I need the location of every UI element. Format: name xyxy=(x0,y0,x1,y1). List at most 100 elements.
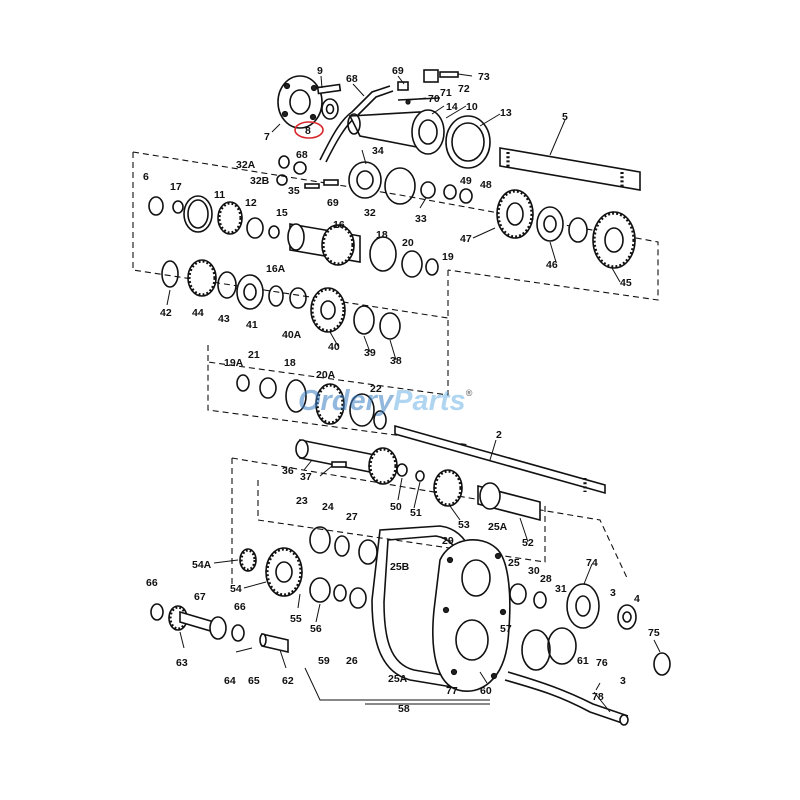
callout-13: 13 xyxy=(500,107,512,119)
callout-56: 56 xyxy=(310,623,322,635)
callout-16: 16 xyxy=(333,219,345,231)
callout-74: 74 xyxy=(586,557,598,569)
callout-69b: 69 xyxy=(327,197,339,209)
callout-4: 4 xyxy=(634,593,640,605)
callout-75: 75 xyxy=(648,627,660,639)
part-row-42-38 xyxy=(161,259,401,340)
callout-42: 42 xyxy=(160,307,172,319)
leader-lines xyxy=(166,73,661,713)
part-shaft-16 xyxy=(287,223,439,278)
part-washers-23-27 xyxy=(309,526,378,609)
part-flange-7 xyxy=(277,75,323,129)
callout-40a: 40A xyxy=(282,329,302,341)
callout-78: 78 xyxy=(592,691,604,703)
callout-26: 26 xyxy=(346,655,358,667)
callout-18b: 18 xyxy=(284,357,296,369)
callout-15: 15 xyxy=(276,207,288,219)
callout-32a: 32A xyxy=(236,159,256,171)
part-housing-25b xyxy=(432,539,511,692)
part-shaft-36 xyxy=(295,439,398,485)
callout-16a: 16A xyxy=(266,263,286,275)
callout-11: 11 xyxy=(214,189,225,201)
part-bearing-33 xyxy=(420,181,473,204)
callout-38: 38 xyxy=(390,355,402,367)
part-gasket-13 xyxy=(445,115,491,169)
part-left-gears-63-67 xyxy=(150,603,245,642)
callout-30: 30 xyxy=(528,565,540,577)
callout-25b: 25B xyxy=(390,561,410,573)
part-lever-78 xyxy=(504,671,629,726)
callout-46: 46 xyxy=(546,259,558,271)
callout-10: 10 xyxy=(466,101,478,113)
callout-7: 7 xyxy=(264,131,270,143)
callout-49: 49 xyxy=(460,175,472,187)
part-right-components-28-31 xyxy=(509,583,671,676)
callout-64: 64 xyxy=(224,675,236,687)
callout-29: 29 xyxy=(442,535,454,547)
callout-12: 12 xyxy=(245,197,257,209)
callout-55: 55 xyxy=(290,613,302,625)
callout-59: 59 xyxy=(318,655,330,667)
callout-9: 9 xyxy=(317,65,323,77)
callout-34: 34 xyxy=(372,145,384,157)
part-row-19a-22 xyxy=(236,374,387,430)
callout-66a: 66 xyxy=(146,577,158,589)
callout-53: 53 xyxy=(458,519,470,531)
callout-66b: 66 xyxy=(234,601,246,613)
part-small-items-32-35 xyxy=(276,155,339,189)
callout-14: 14 xyxy=(446,101,458,113)
callout-47: 47 xyxy=(460,233,472,245)
callout-6: 6 xyxy=(143,171,149,183)
part-housing-14 xyxy=(347,109,445,155)
watermark-registered-mark: ® xyxy=(466,388,473,398)
callout-32b: 32B xyxy=(250,175,270,187)
highlighted-callout-8[interactable]: 8 xyxy=(294,121,324,139)
part-seal-34 xyxy=(348,161,416,205)
callout-27: 27 xyxy=(346,511,358,523)
callout-17: 17 xyxy=(170,181,182,193)
callout-2: 2 xyxy=(496,429,502,441)
callout-60: 60 xyxy=(480,685,492,697)
part-gear-cluster-45-47 xyxy=(496,189,636,269)
callout-37: 37 xyxy=(300,471,312,483)
part-shaft-5 xyxy=(499,147,641,191)
part-washer-8 xyxy=(321,98,339,120)
highlight-ring xyxy=(294,121,324,139)
part-gears-54 xyxy=(239,547,303,597)
callout-31: 31 xyxy=(555,583,567,595)
callout-68: 68 xyxy=(346,73,358,85)
part-row-6-15 xyxy=(148,195,280,239)
callout-50: 50 xyxy=(390,501,402,513)
part-row-50-52 xyxy=(396,463,541,522)
part-shaft-2 xyxy=(394,424,606,495)
callout-labels: 9 68 69 73 71 72 70 14 10 13 5 7 32A 68 … xyxy=(143,65,660,715)
callout-76: 76 xyxy=(596,657,608,669)
callout-70: 70 xyxy=(428,93,440,105)
callout-58: 58 xyxy=(398,703,410,715)
watermark-part-1: Ordery xyxy=(298,385,395,417)
callout-3: 3 xyxy=(610,587,616,599)
callout-40: 40 xyxy=(328,341,340,353)
callout-21: 21 xyxy=(248,349,260,361)
callout-45: 45 xyxy=(620,277,632,289)
callout-20: 20 xyxy=(402,237,414,249)
callout-73: 73 xyxy=(478,71,490,83)
callout-35: 35 xyxy=(288,185,300,197)
callout-72: 72 xyxy=(458,83,470,95)
callout-54: 54 xyxy=(230,583,242,595)
callout-61: 61 xyxy=(577,655,589,667)
callout-3b: 3 xyxy=(620,675,626,687)
callout-39: 39 xyxy=(364,347,376,359)
callout-77: 77 xyxy=(446,685,458,697)
callout-25: 25 xyxy=(508,557,520,569)
callout-5: 5 xyxy=(562,111,568,123)
callout-44: 44 xyxy=(192,307,204,319)
part-pin-62 xyxy=(259,632,289,654)
callout-43: 43 xyxy=(218,313,230,325)
callout-71: 71 xyxy=(440,87,452,99)
callout-57: 57 xyxy=(500,623,512,635)
callout-63: 63 xyxy=(176,657,188,669)
callout-62: 62 xyxy=(282,675,294,687)
callout-54a: 54A xyxy=(192,559,212,571)
